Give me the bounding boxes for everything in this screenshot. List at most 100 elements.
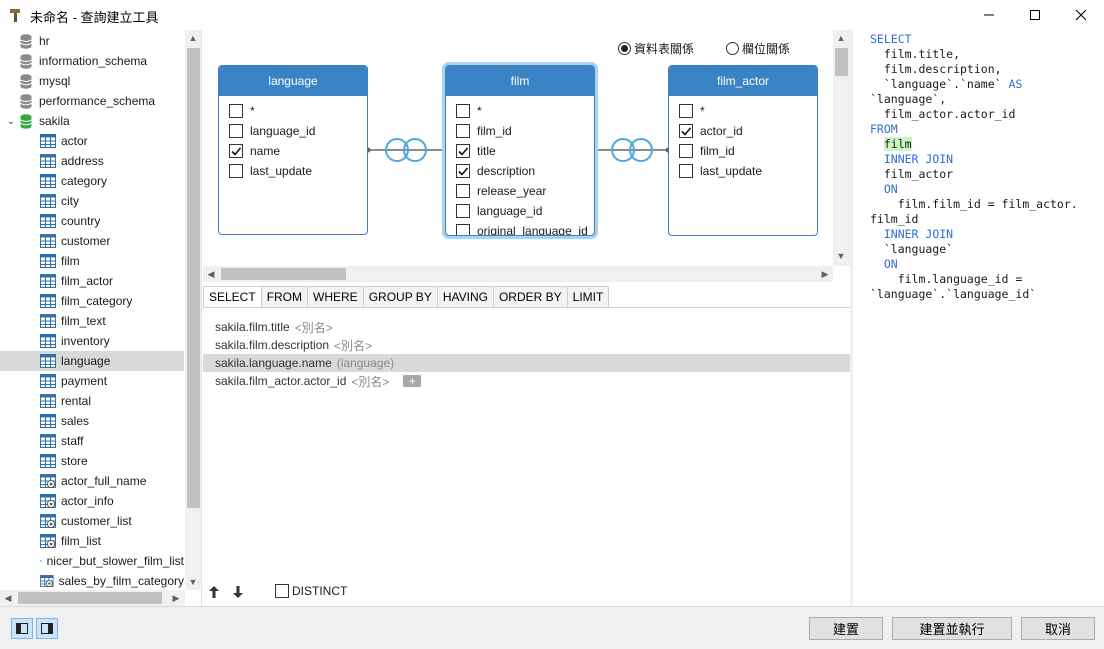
tree-view-film_list[interactable]: film_list xyxy=(0,531,184,551)
field-checkbox[interactable] xyxy=(456,104,470,118)
tree-db-sakila[interactable]: ⌄sakila xyxy=(0,111,184,131)
move-up-icon[interactable] xyxy=(208,585,220,599)
tree-table-film[interactable]: film xyxy=(0,251,184,271)
tree-db-performance_schema[interactable]: performance_schema xyxy=(0,91,184,111)
field-row-language-*[interactable]: * xyxy=(219,101,367,121)
diagram-vscroll-thumb[interactable] xyxy=(835,48,848,76)
field-row-film-release_year[interactable]: release_year xyxy=(446,181,594,201)
pane-splitter[interactable] xyxy=(850,30,853,606)
field-checkbox[interactable] xyxy=(456,144,470,158)
tab-select[interactable]: SELECT xyxy=(203,286,262,308)
layout-right-button[interactable] xyxy=(36,618,58,639)
radio-field-relation-indicator[interactable] xyxy=(726,42,739,55)
build-and-run-button[interactable]: 建置並執行 xyxy=(892,617,1012,640)
build-button[interactable]: 建置 xyxy=(809,617,883,640)
radio-table-relation[interactable]: 資料表關係 xyxy=(618,40,694,57)
field-checkbox[interactable] xyxy=(679,124,693,138)
tree-scroll-thumb[interactable] xyxy=(187,48,200,508)
tree-table-payment[interactable]: payment xyxy=(0,371,184,391)
table-header-language[interactable]: language xyxy=(219,66,367,96)
tree-table-staff[interactable]: staff xyxy=(0,431,184,451)
field-checkbox[interactable] xyxy=(456,224,470,235)
tree-table-film_actor[interactable]: film_actor xyxy=(0,271,184,291)
tree-hscroll-thumb[interactable] xyxy=(18,592,162,604)
tree-table-language[interactable]: language xyxy=(0,351,184,371)
select-field[interactable]: sakila.film.title xyxy=(215,320,290,334)
close-button[interactable] xyxy=(1058,0,1104,30)
field-checkbox[interactable] xyxy=(229,124,243,138)
field-checkbox[interactable] xyxy=(456,164,470,178)
tab-having[interactable]: HAVING xyxy=(437,286,494,308)
field-row-language-last_update[interactable]: last_update xyxy=(219,161,367,181)
add-field-button[interactable]: + xyxy=(403,375,422,387)
field-row-film_actor-film_id[interactable]: film_id xyxy=(669,141,817,161)
field-row-film_actor-*[interactable]: * xyxy=(669,101,817,121)
distinct-checkbox[interactable]: DISTINCT xyxy=(275,584,347,598)
tree-view-customer_list[interactable]: customer_list xyxy=(0,511,184,531)
tree-view-actor_full_name[interactable]: actor_full_name xyxy=(0,471,184,491)
field-checkbox[interactable] xyxy=(229,144,243,158)
field-row-film-language_id[interactable]: language_id xyxy=(446,201,594,221)
tree-vertical-scrollbar[interactable]: ▲ ▼ xyxy=(185,30,201,590)
tree-table-rental[interactable]: rental xyxy=(0,391,184,411)
tab-group-by[interactable]: GROUP BY xyxy=(363,286,438,308)
tree-table-customer[interactable]: customer xyxy=(0,231,184,251)
tree-table-film_text[interactable]: film_text xyxy=(0,311,184,331)
tab-limit[interactable]: LIMIT xyxy=(567,286,610,308)
tree-db-hr[interactable]: hr xyxy=(0,31,184,51)
field-checkbox[interactable] xyxy=(679,164,693,178)
tree-view-actor_info[interactable]: actor_info xyxy=(0,491,184,511)
distinct-checkbox-box[interactable] xyxy=(275,584,289,598)
select-row[interactable]: sakila.film.title <別名> xyxy=(203,318,850,336)
tree-table-inventory[interactable]: inventory xyxy=(0,331,184,351)
tree-view-nicer_but_slower_film_list[interactable]: nicer_but_slower_film_list xyxy=(0,551,184,571)
table-header-film[interactable]: film xyxy=(446,66,594,96)
field-row-language-name[interactable]: name xyxy=(219,141,367,161)
field-row-language-language_id[interactable]: language_id xyxy=(219,121,367,141)
diagram-scroll-left-icon[interactable]: ◀ xyxy=(207,268,215,279)
diagram-vertical-scrollbar[interactable]: ▲ ▼ xyxy=(833,30,850,266)
tab-where[interactable]: WHERE xyxy=(308,286,364,308)
diagram-hscroll-thumb[interactable] xyxy=(221,268,346,280)
radio-field-relation[interactable]: 欄位關係 xyxy=(726,40,790,57)
diagram-scroll-down-icon[interactable]: ▼ xyxy=(836,251,846,261)
field-row-film-original_language_id[interactable]: original_language_id xyxy=(446,221,594,235)
select-alias[interactable]: (language) xyxy=(336,356,395,370)
layout-left-button[interactable] xyxy=(11,618,33,639)
field-row-film-*[interactable]: * xyxy=(446,101,594,121)
maximize-button[interactable] xyxy=(1012,0,1058,30)
field-row-film_actor-last_update[interactable]: last_update xyxy=(669,161,817,181)
move-down-icon[interactable] xyxy=(232,585,244,599)
select-field[interactable]: sakila.film.description xyxy=(215,338,330,352)
tab-order-by[interactable]: ORDER BY xyxy=(493,286,568,308)
select-field[interactable]: sakila.film_actor.actor_id xyxy=(215,374,347,388)
select-alias[interactable]: <別名> xyxy=(351,374,390,389)
scroll-left-icon[interactable]: ◀ xyxy=(4,592,12,603)
diagram-scroll-right-icon[interactable]: ▶ xyxy=(821,268,829,279)
select-alias[interactable]: <別名> xyxy=(294,320,333,335)
scroll-up-icon[interactable]: ▲ xyxy=(188,33,198,43)
diagram-horizontal-scrollbar[interactable]: ◀ ▶ xyxy=(203,266,833,282)
tree-db-information_schema[interactable]: information_schema xyxy=(0,51,184,71)
select-field[interactable]: sakila.language.name xyxy=(215,356,332,370)
diagram-scroll-up-icon[interactable]: ▲ xyxy=(836,33,846,43)
tree-table-actor[interactable]: actor xyxy=(0,131,184,151)
tree-table-country[interactable]: country xyxy=(0,211,184,231)
field-row-film-film_id[interactable]: film_id xyxy=(446,121,594,141)
tree-table-store[interactable]: store xyxy=(0,451,184,471)
tree-table-category[interactable]: category xyxy=(0,171,184,191)
tab-from[interactable]: FROM xyxy=(261,286,309,308)
field-checkbox[interactable] xyxy=(456,124,470,138)
table-header-film_actor[interactable]: film_actor xyxy=(669,66,817,96)
field-row-film_actor-actor_id[interactable]: actor_id xyxy=(669,121,817,141)
tree-horizontal-scrollbar[interactable]: ◀ ▶ xyxy=(0,590,185,606)
scroll-down-icon[interactable]: ▼ xyxy=(188,577,198,587)
scroll-right-icon[interactable]: ▶ xyxy=(172,592,180,603)
tree-table-address[interactable]: address xyxy=(0,151,184,171)
field-checkbox[interactable] xyxy=(229,164,243,178)
tree-table-city[interactable]: city xyxy=(0,191,184,211)
